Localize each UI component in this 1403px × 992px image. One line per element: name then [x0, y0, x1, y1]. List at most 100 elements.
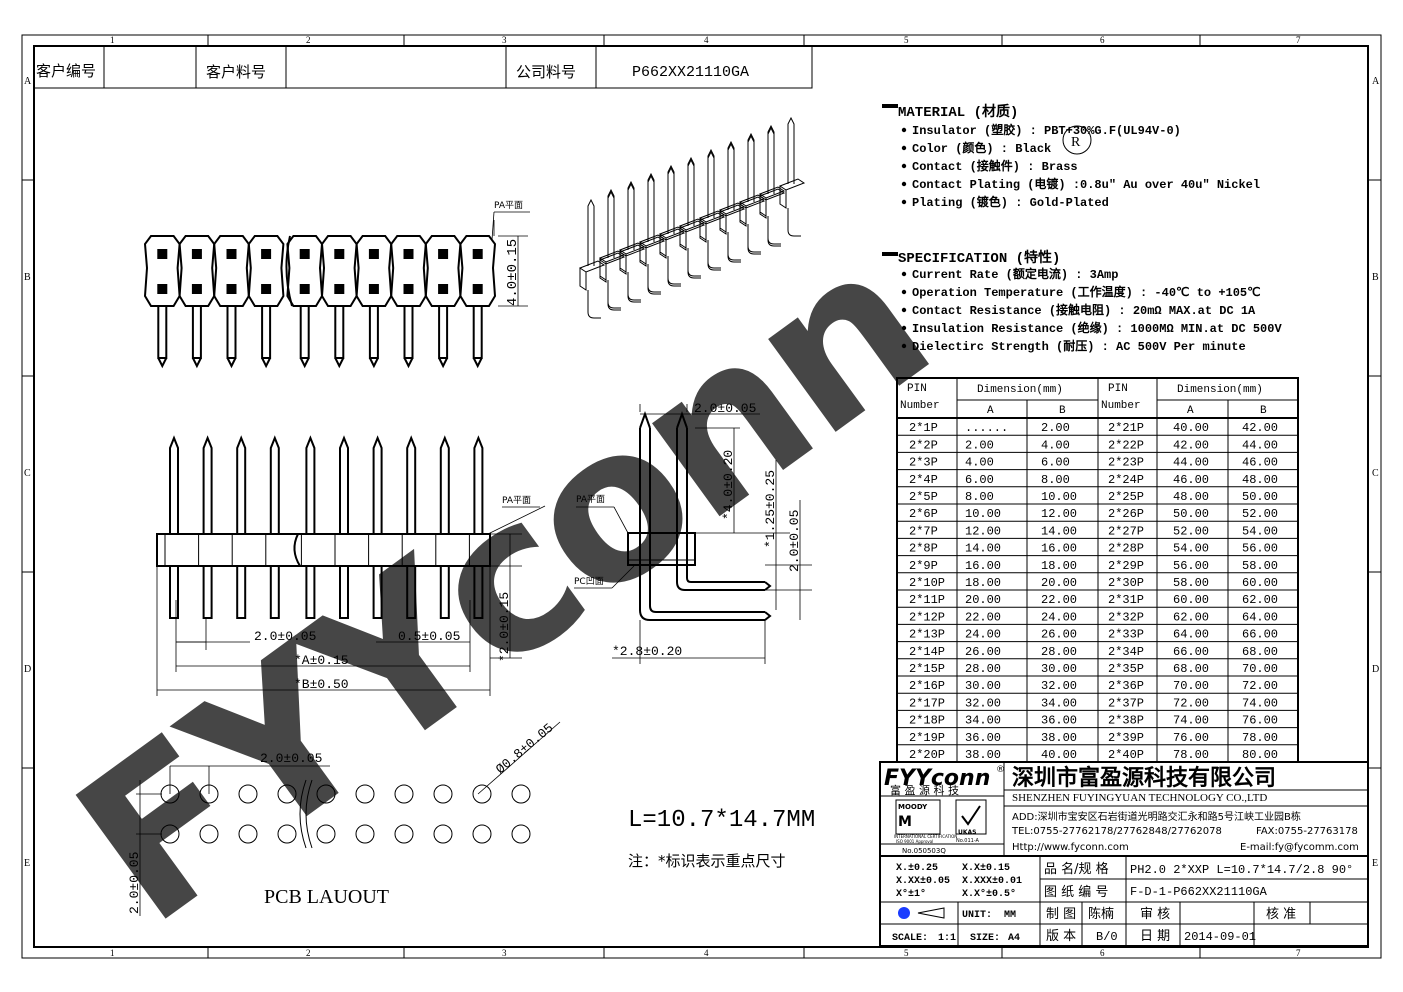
spec-item: Current Rate (额定电流) : 3Amp	[912, 266, 1118, 282]
pcb-break	[299, 779, 307, 849]
table-cell-b: 62.00	[1242, 593, 1278, 607]
iso-body-side	[739, 202, 747, 225]
iso-lead	[667, 256, 681, 285]
length-note: L=10.7*14.7MM	[628, 807, 815, 834]
iso-lead	[687, 250, 701, 279]
spec-item: Insulation Resistance (绝缘) : 1000MΩ MIN.…	[912, 320, 1282, 336]
iso-lead	[727, 232, 741, 261]
table-cell-b: 60.00	[1242, 576, 1278, 590]
name-spec-value: PH2.0 2*XXP L=10.7*14.7/2.8 90°	[1130, 863, 1353, 877]
tol5: X°±1°	[896, 888, 926, 900]
table-cell-a: 4.00	[965, 456, 994, 470]
top-pin-square	[261, 284, 272, 294]
drawing-no-label: 图 纸 编 号	[1044, 885, 1108, 900]
top-pin-lead	[334, 305, 345, 359]
iso-body-side	[699, 218, 707, 241]
pcb-hole	[394, 784, 414, 804]
table-cell-b: 16.00	[1041, 542, 1077, 556]
table-cell-a: 64.00	[1173, 628, 1209, 642]
side-view: 2.0±0.05 *4.0±0.20 *1.25±0.25 2.0±0.05 P…	[574, 401, 812, 664]
table-cell-b: 52.00	[1242, 507, 1278, 521]
table-cell-a: 74.00	[1173, 714, 1209, 728]
iso-body-side	[579, 268, 587, 291]
table-cell-pin: 2*35P	[1108, 662, 1144, 676]
table-cell-b: 76.00	[1242, 714, 1278, 728]
table-cell-b: 24.00	[1041, 610, 1077, 624]
unit-label: UNIT:	[962, 910, 992, 921]
top-view: PA平面 4.0±0.15	[143, 200, 530, 369]
dim-1-25: *1.25±0.25	[763, 470, 778, 548]
table-cell-b: 2.00	[1041, 421, 1070, 435]
table-cell-pin: 2*40P	[1108, 748, 1144, 762]
table-cell-pin: 2*29P	[1108, 559, 1144, 573]
table-cell-pin: 2*32P	[1108, 610, 1144, 624]
table-cell-pin: 2*5P	[909, 490, 938, 504]
table-cell-pin: 2*7P	[909, 524, 938, 538]
table-cell-b: 18.00	[1041, 559, 1077, 573]
frame-row-labels: A B C D E A B C D E	[24, 76, 1380, 869]
top-pin-tip	[299, 357, 310, 369]
company-block: FYYconn ® 富 盈 源 科 技 MOODY M INTERNATIONA…	[879, 761, 1369, 857]
company-logo: FYYconn	[884, 766, 990, 791]
table-cell-b: 64.00	[1242, 610, 1278, 624]
top-pin-tip	[438, 357, 448, 369]
table-cell-b: 68.00	[1242, 645, 1278, 659]
front-pin-lead	[202, 565, 213, 619]
table-cell-b: 80.00	[1242, 748, 1278, 762]
table-cell-a: 46.00	[1173, 473, 1209, 487]
iso-pin	[587, 198, 595, 266]
col-label: 2	[306, 35, 311, 45]
top-pin-tip	[369, 357, 379, 369]
iso-lead	[587, 290, 601, 319]
iso-pin	[627, 182, 635, 250]
table-cell-pin: 2*25P	[1108, 490, 1144, 504]
col-label: 5	[904, 948, 909, 958]
dim-b: *B±0.50	[294, 677, 349, 692]
top-pin-lead	[438, 305, 449, 359]
iso-lead	[707, 240, 721, 269]
col-label: 6	[1100, 948, 1105, 958]
spec-block: SPECIFICATION (特性) Current Rate (额定电流) :…	[882, 249, 1282, 354]
table-cell-a: 30.00	[965, 679, 1001, 693]
material-item: Plating (镀色) : Gold-Plated	[912, 194, 1109, 210]
iso-pin	[767, 126, 775, 194]
date-label: 日 期	[1140, 929, 1170, 944]
table-cell-b: 12.00	[1041, 507, 1077, 521]
iso-lead	[747, 224, 761, 253]
iso-body-top	[598, 250, 626, 263]
iso-body-side	[719, 210, 727, 233]
table-cell-pin: 2*26P	[1108, 507, 1144, 521]
table-cell-a: 12.00	[965, 524, 1001, 538]
dimension-table: PINNumberPINNumberDimension(mm)Dimension…	[896, 377, 1299, 763]
pcb-hole	[277, 784, 297, 804]
iso-pin	[607, 188, 615, 256]
table-cell-a: 24.00	[965, 628, 1001, 642]
pcb-hole	[355, 784, 375, 804]
iso-pin	[607, 190, 615, 258]
table-cell-pin: 2*9P	[909, 559, 938, 573]
top-cell	[143, 235, 181, 307]
col-label: 7	[1296, 35, 1301, 45]
pcb-hole	[238, 824, 258, 844]
tol6: X.X°±0.5°	[962, 888, 1016, 900]
iso-body-top	[758, 186, 786, 199]
top-pin-square	[157, 249, 168, 259]
table-cell-pin: 2*10P	[909, 576, 945, 590]
iso-body-top	[678, 218, 706, 231]
table-cell-a: 36.00	[965, 731, 1001, 745]
top-pin-lead	[157, 305, 168, 359]
col-label: 7	[1296, 948, 1301, 958]
iso-pin	[687, 156, 695, 224]
iso-body-top	[718, 202, 746, 215]
iso-pin	[647, 174, 655, 242]
scale-value: 1:1	[938, 933, 956, 944]
table-cell-b: 56.00	[1242, 542, 1278, 556]
iso-pin	[727, 140, 735, 208]
title-block: X.±0.25 X.X±0.15 X.XX±0.05 X.XXX±0.01 X°…	[879, 855, 1369, 947]
company-logo-cn: 富 盈 源 科 技	[890, 783, 959, 797]
iso-pin	[787, 116, 795, 184]
table-cell-b: 50.00	[1242, 490, 1278, 504]
spec-item: Dielectirc Strength (耐压) : AC 500V Per m…	[912, 338, 1246, 354]
top-pin-square	[472, 249, 483, 259]
top-pin-lead	[299, 305, 310, 359]
